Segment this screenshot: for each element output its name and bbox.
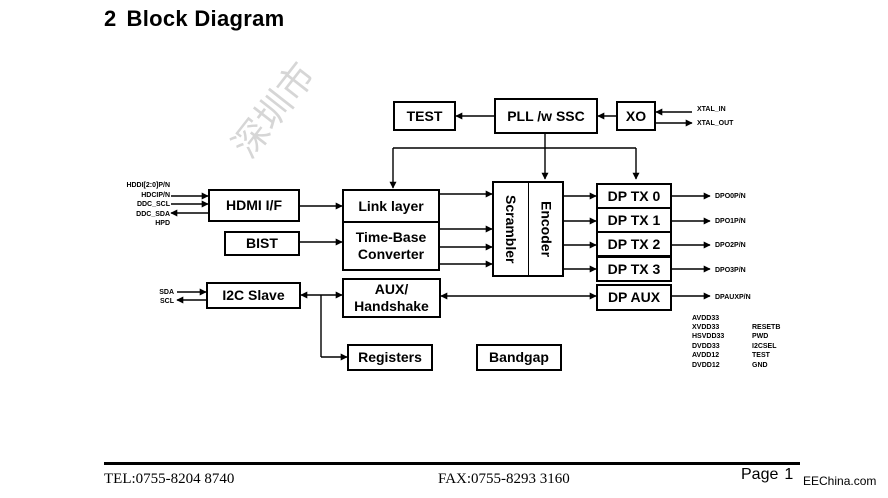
xtal-in-label: XTAL_IN (697, 106, 726, 113)
i2c-slave-block: I2C Slave (206, 282, 301, 309)
hdmi-input-label: HDCIP/N (141, 192, 170, 199)
dp-tx1-block: DP TX 1 (596, 207, 672, 233)
xo-block: XO (616, 101, 656, 131)
bandgap-block: Bandgap (476, 344, 562, 371)
power-pin-label: DVDD33 (692, 343, 720, 350)
page-number: 1 (784, 466, 794, 483)
section-heading: 2 Block Diagram (104, 6, 285, 32)
scrambler-label: Scrambler (493, 183, 529, 275)
dp3-output-label: DPO3P/N (715, 267, 746, 274)
control-pin-label: RESETB (752, 324, 781, 331)
aux-handshake-block: AUX/ Handshake (342, 278, 441, 318)
control-pin-label: PWD (752, 333, 769, 340)
power-pin-label: XVDD33 (692, 324, 720, 331)
time-base-converter-block: Time-Base Converter (342, 221, 440, 271)
xtal-out-label: XTAL_OUT (697, 120, 734, 127)
power-pin-label: DVDD12 (692, 362, 720, 369)
brand-label: EEChina.com (803, 474, 877, 488)
footer-tel: TEL:0755-8204 8740 (104, 471, 235, 487)
footer-divider (104, 462, 800, 465)
control-pin-label: TEST (752, 352, 770, 359)
dpaux-output-label: DPAUXP/N (715, 294, 751, 301)
hdmi-input-label: DDC_SDA (136, 211, 170, 218)
page-label: Page (741, 466, 779, 483)
power-pin-label: AVDD33 (692, 315, 720, 322)
power-pin-label: HSVDD33 (692, 333, 725, 340)
section-title: Block Diagram (126, 6, 285, 31)
hdmi-input-label: HDDI[2:0]P/N (126, 182, 170, 189)
scrambler-encoder-block: Scrambler Encoder (492, 181, 564, 277)
bist-block: BIST (224, 231, 300, 256)
power-pin-label: AVDD12 (692, 352, 720, 359)
dp1-output-label: DPO1P/N (715, 218, 746, 225)
control-pin-label: GND (752, 362, 768, 369)
dp-tx3-block: DP TX 3 (596, 256, 672, 282)
hdmi-input-label: DDC_SCL (136, 201, 170, 208)
hdmi-input-label: HPD (155, 220, 170, 227)
control-pin-label: I2CSEL (752, 343, 777, 350)
scl-label: SCL (160, 298, 174, 305)
footer-fax: FAX:0755-8293 3160 (438, 471, 570, 487)
dp2-output-label: DPO2P/N (715, 242, 746, 249)
dp0-output-label: DPO0P/N (715, 193, 746, 200)
link-layer-block: Link layer (342, 189, 440, 223)
test-block: TEST (393, 101, 456, 131)
dp-tx0-block: DP TX 0 (596, 183, 672, 209)
dp-aux-block: DP AUX (596, 284, 672, 311)
dp-tx2-block: DP TX 2 (596, 231, 672, 257)
pll-block: PLL /w SSC (494, 98, 598, 134)
hdmi-if-block: HDMI I/F (208, 189, 300, 222)
footer-page: Page 1 (741, 466, 793, 484)
section-number: 2 (104, 6, 117, 31)
encoder-label: Encoder (538, 200, 555, 257)
sda-label: SDA (159, 289, 174, 296)
registers-block: Registers (347, 344, 433, 371)
